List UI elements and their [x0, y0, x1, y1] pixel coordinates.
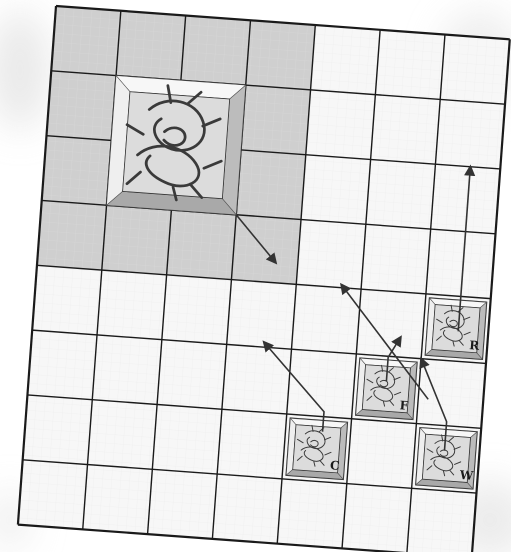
token-r[interactable]: R [425, 298, 486, 359]
token-label: C [330, 458, 341, 473]
token-w[interactable]: W [416, 428, 477, 489]
token-c[interactable]: C [286, 418, 347, 479]
monster-tile-body [107, 76, 246, 215]
tarrasque-monster-icon[interactable] [107, 76, 246, 215]
token-f[interactable]: F [356, 358, 417, 419]
token-label: W [458, 468, 474, 483]
game-board: C F R W [18, 6, 510, 552]
token-label: F [399, 398, 409, 413]
